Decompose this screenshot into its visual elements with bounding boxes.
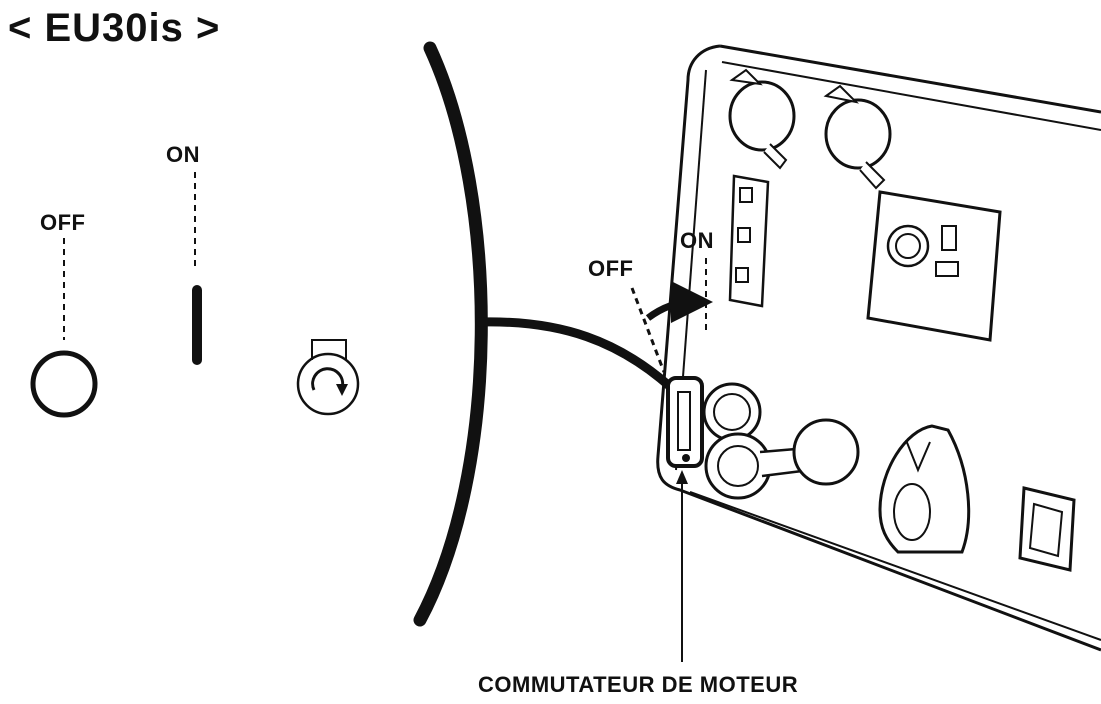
outlet-cap-1 [728,68,796,170]
on-symbol-label: ON [166,142,200,167]
rocker-switch [1018,486,1076,572]
engine-switch [666,376,704,468]
indicator-strip [728,174,770,308]
on-direction-arrow [645,281,713,324]
panel-off-label: OFF [588,256,634,281]
circle-off-icon [30,238,98,418]
page-title: < EU30is > [8,6,221,50]
rotation-arrow-icon [296,339,360,416]
panel-off-leader [630,287,666,373]
panel-on-label: ON [680,228,714,253]
fuel-knob [878,424,971,554]
choke-knob [702,382,860,500]
engine-switch-caption: COMMUTATEUR DE MOTEUR [478,672,799,697]
magnifier-arc [413,41,488,627]
outlet-box [866,190,1002,342]
off-symbol-label: OFF [40,210,86,235]
bar-on-icon [192,172,202,365]
magnifier-leader [475,317,681,397]
outlet-cap-2 [823,84,892,190]
